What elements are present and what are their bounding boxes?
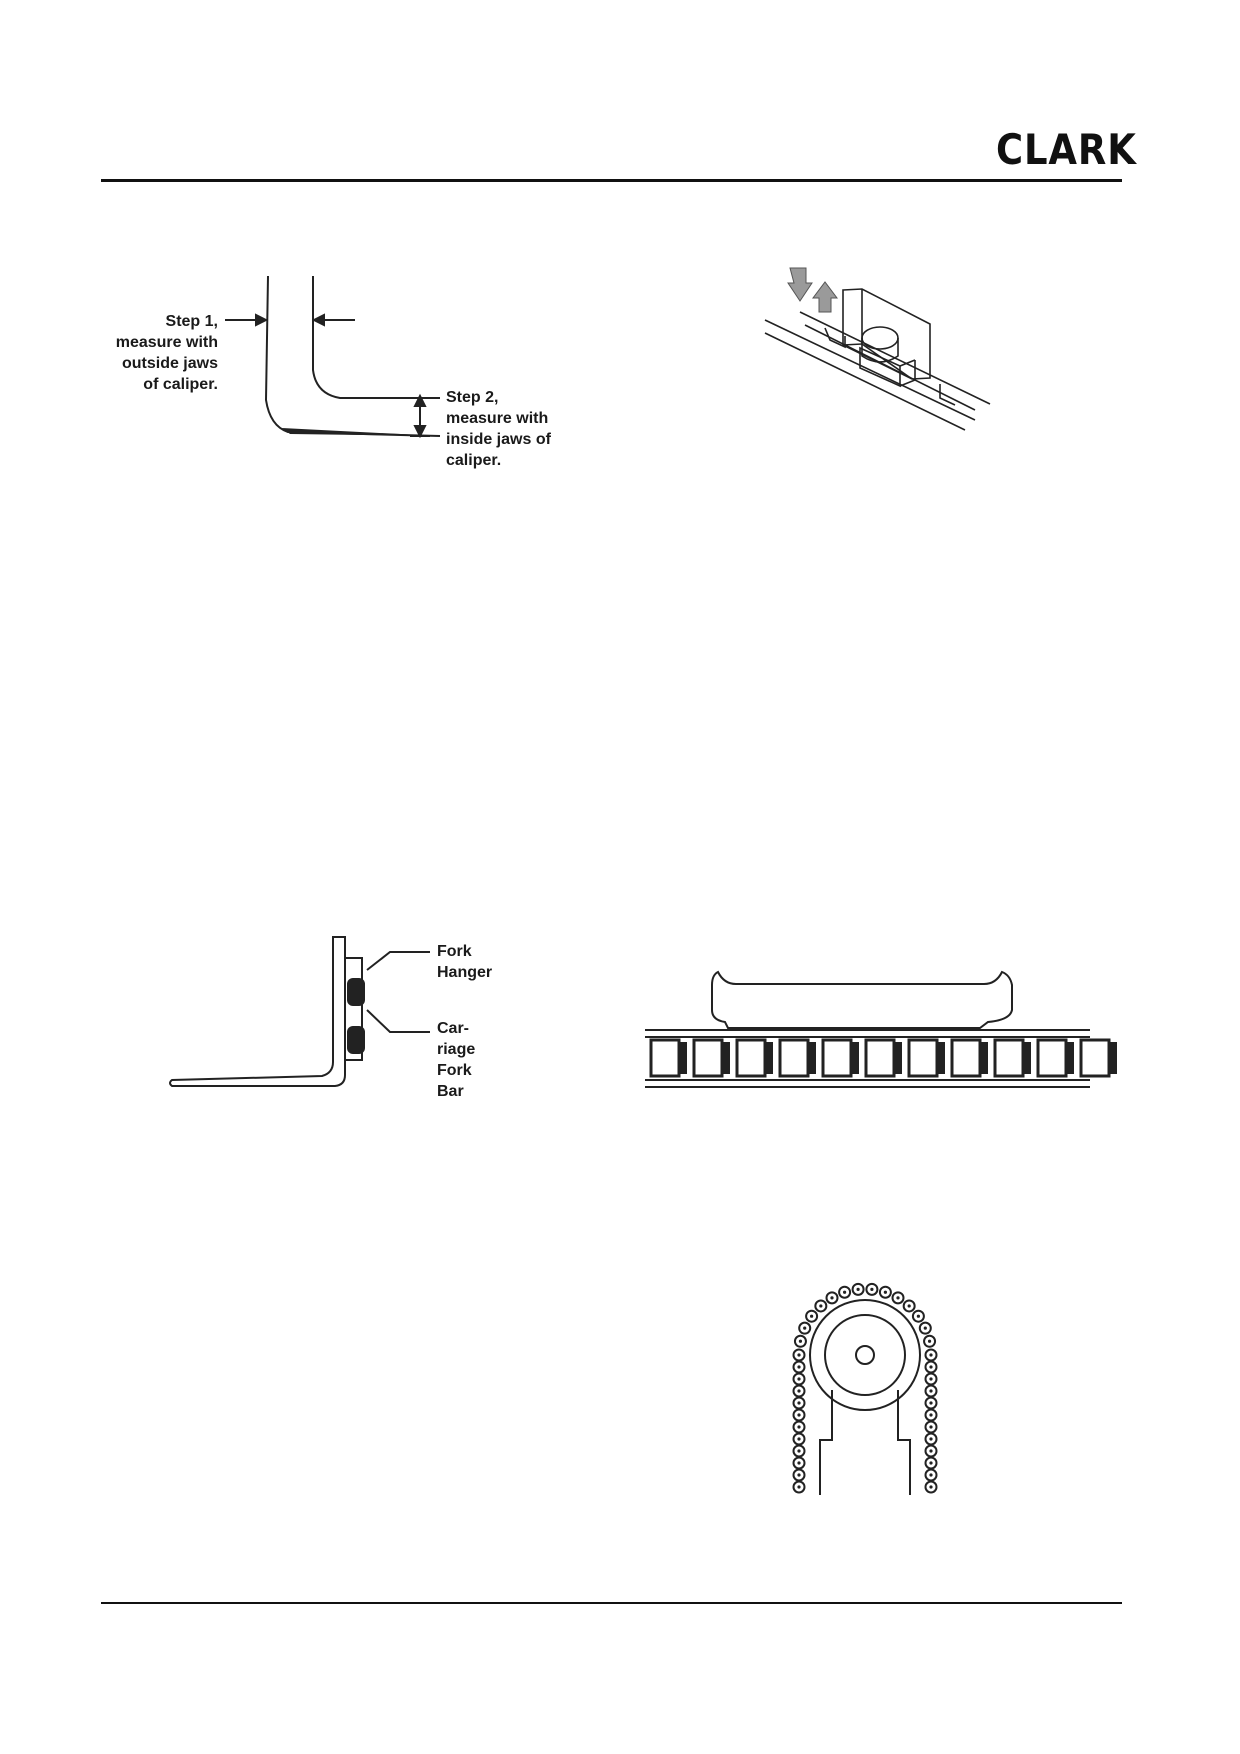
fork-hanger-label: Fork Hanger xyxy=(437,943,493,981)
carriage-fork-bar-label: Car- riage Fork Bar xyxy=(437,1020,476,1100)
footer-rule xyxy=(101,1602,1122,1604)
step2-label: Step 2, measure with inside jaws of cali… xyxy=(446,389,551,469)
clark-logo: CLARK xyxy=(996,125,1137,174)
step1-label: Step 1, measure with outside jaws of cal… xyxy=(115,313,218,393)
header-rule xyxy=(101,179,1122,182)
chain-links xyxy=(649,1038,1117,1078)
sheave-chain xyxy=(792,1282,938,1494)
